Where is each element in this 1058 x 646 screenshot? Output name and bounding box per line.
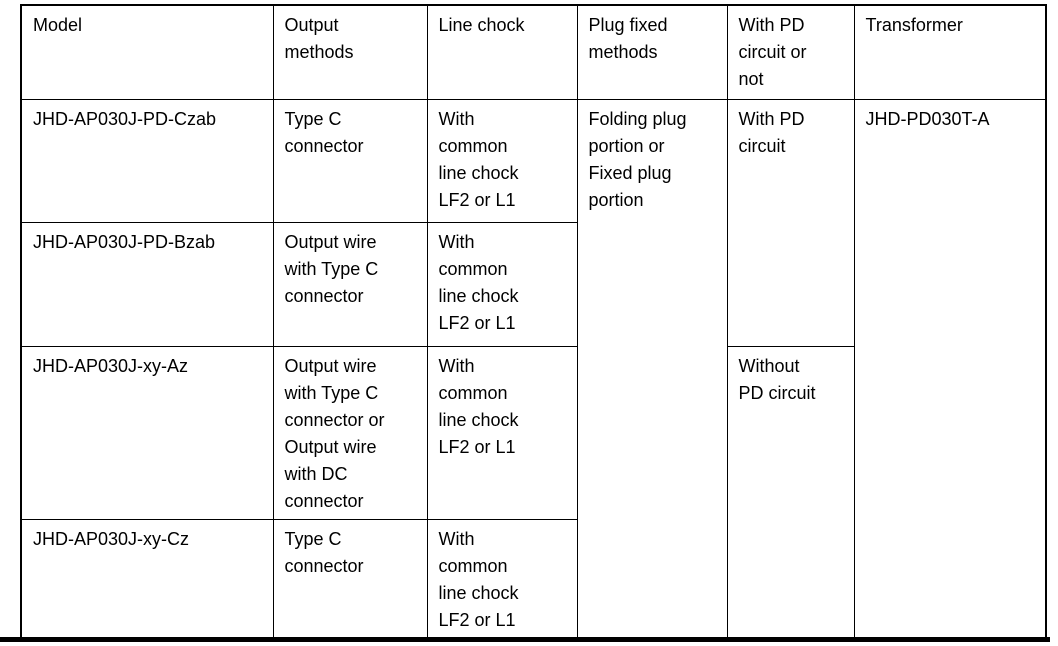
cell-output-methods-row1: Type C connector: [272, 98, 428, 223]
cell-transformer-merged: JHD-PD030T-A: [853, 98, 1047, 639]
cell-line-chock-row1: With common line chock LF2 or L1: [426, 98, 578, 223]
cell-with-pd-circuit-merged: With PD circuit: [726, 98, 855, 347]
cell-output-methods-row2: Output wire with Type C connector: [272, 221, 428, 347]
table-row: JHD-AP030J-xy-Cz Type C connector With c…: [20, 518, 1046, 639]
cell-model-row3: JHD-AP030J-xy-Az: [20, 345, 274, 520]
table-row: JHD-AP030J-PD-Czab Type C connector With…: [20, 98, 1047, 639]
cell-output-methods-row3: Output wire with Type C connector or Out…: [272, 345, 428, 520]
header-plug-fixed-methods: Plug fixed methods: [576, 4, 728, 100]
header-transformer: Transformer: [853, 4, 1047, 100]
table-row: JHD-AP030J-xy-Az Output wire with Type C…: [20, 345, 1046, 639]
cell-output-methods-row4: Type C connector: [272, 518, 428, 639]
header-output-methods: Output methods: [272, 4, 428, 100]
spec-table: Model Output methods Line chock Plug fix…: [20, 4, 1047, 640]
cell-model-row2: JHD-AP030J-PD-Bzab: [20, 221, 274, 347]
header-line-chock: Line chock: [426, 4, 578, 100]
cell-plug-fixed-methods-merged: Folding plug portion or Fixed plug porti…: [576, 98, 728, 639]
cell-without-pd-circuit-merged: Without PD circuit: [726, 345, 855, 639]
cell-model-row1: JHD-AP030J-PD-Czab: [20, 98, 274, 223]
cell-line-chock-row3: With common line chock LF2 or L1: [426, 345, 578, 520]
table-header-row: Model Output methods Line chock Plug fix…: [20, 4, 1047, 100]
cell-line-chock-row4: With common line chock LF2 or L1: [426, 518, 578, 639]
header-with-pd-circuit-or-not: With PD circuit or not: [726, 4, 855, 100]
header-model: Model: [20, 4, 274, 100]
cell-model-row4: JHD-AP030J-xy-Cz: [20, 518, 274, 639]
cell-line-chock-row2: With common line chock LF2 or L1: [426, 221, 578, 347]
page-bottom-rule: [0, 637, 1050, 642]
table-row: JHD-AP030J-PD-Bzab Output wire with Type…: [20, 221, 1046, 347]
